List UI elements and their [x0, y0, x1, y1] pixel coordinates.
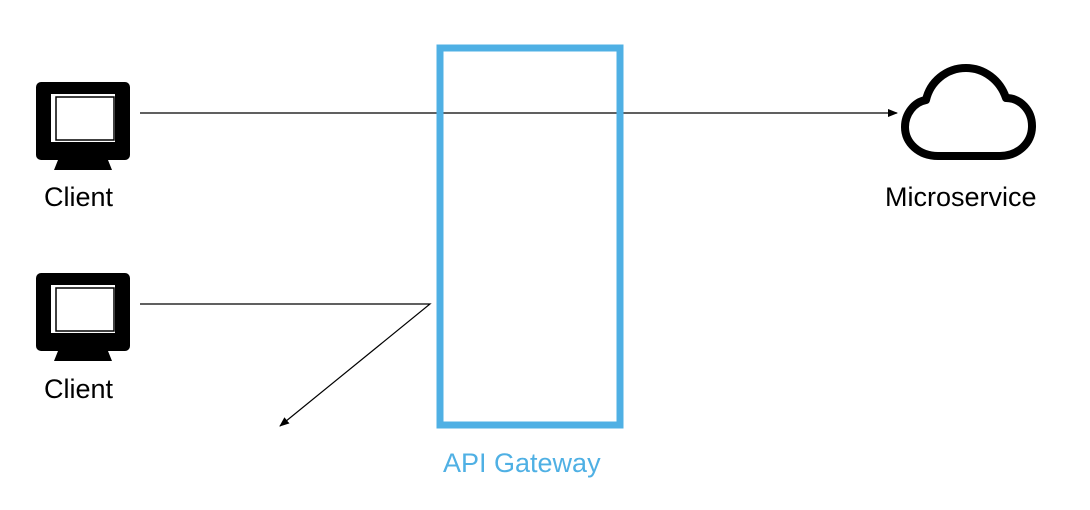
client-1-monitor-icon [36, 82, 130, 170]
microservice-label: Microservice [885, 182, 1037, 212]
client-2-monitor-icon [36, 273, 130, 361]
api-gateway-box [436, 44, 624, 429]
client-2-label: Client [44, 374, 114, 404]
client-1-label: Client [44, 182, 114, 212]
api-gateway-label: API Gateway [443, 448, 601, 478]
client-2-request-arrow [140, 303, 432, 427]
cloud-icon [901, 64, 1036, 160]
